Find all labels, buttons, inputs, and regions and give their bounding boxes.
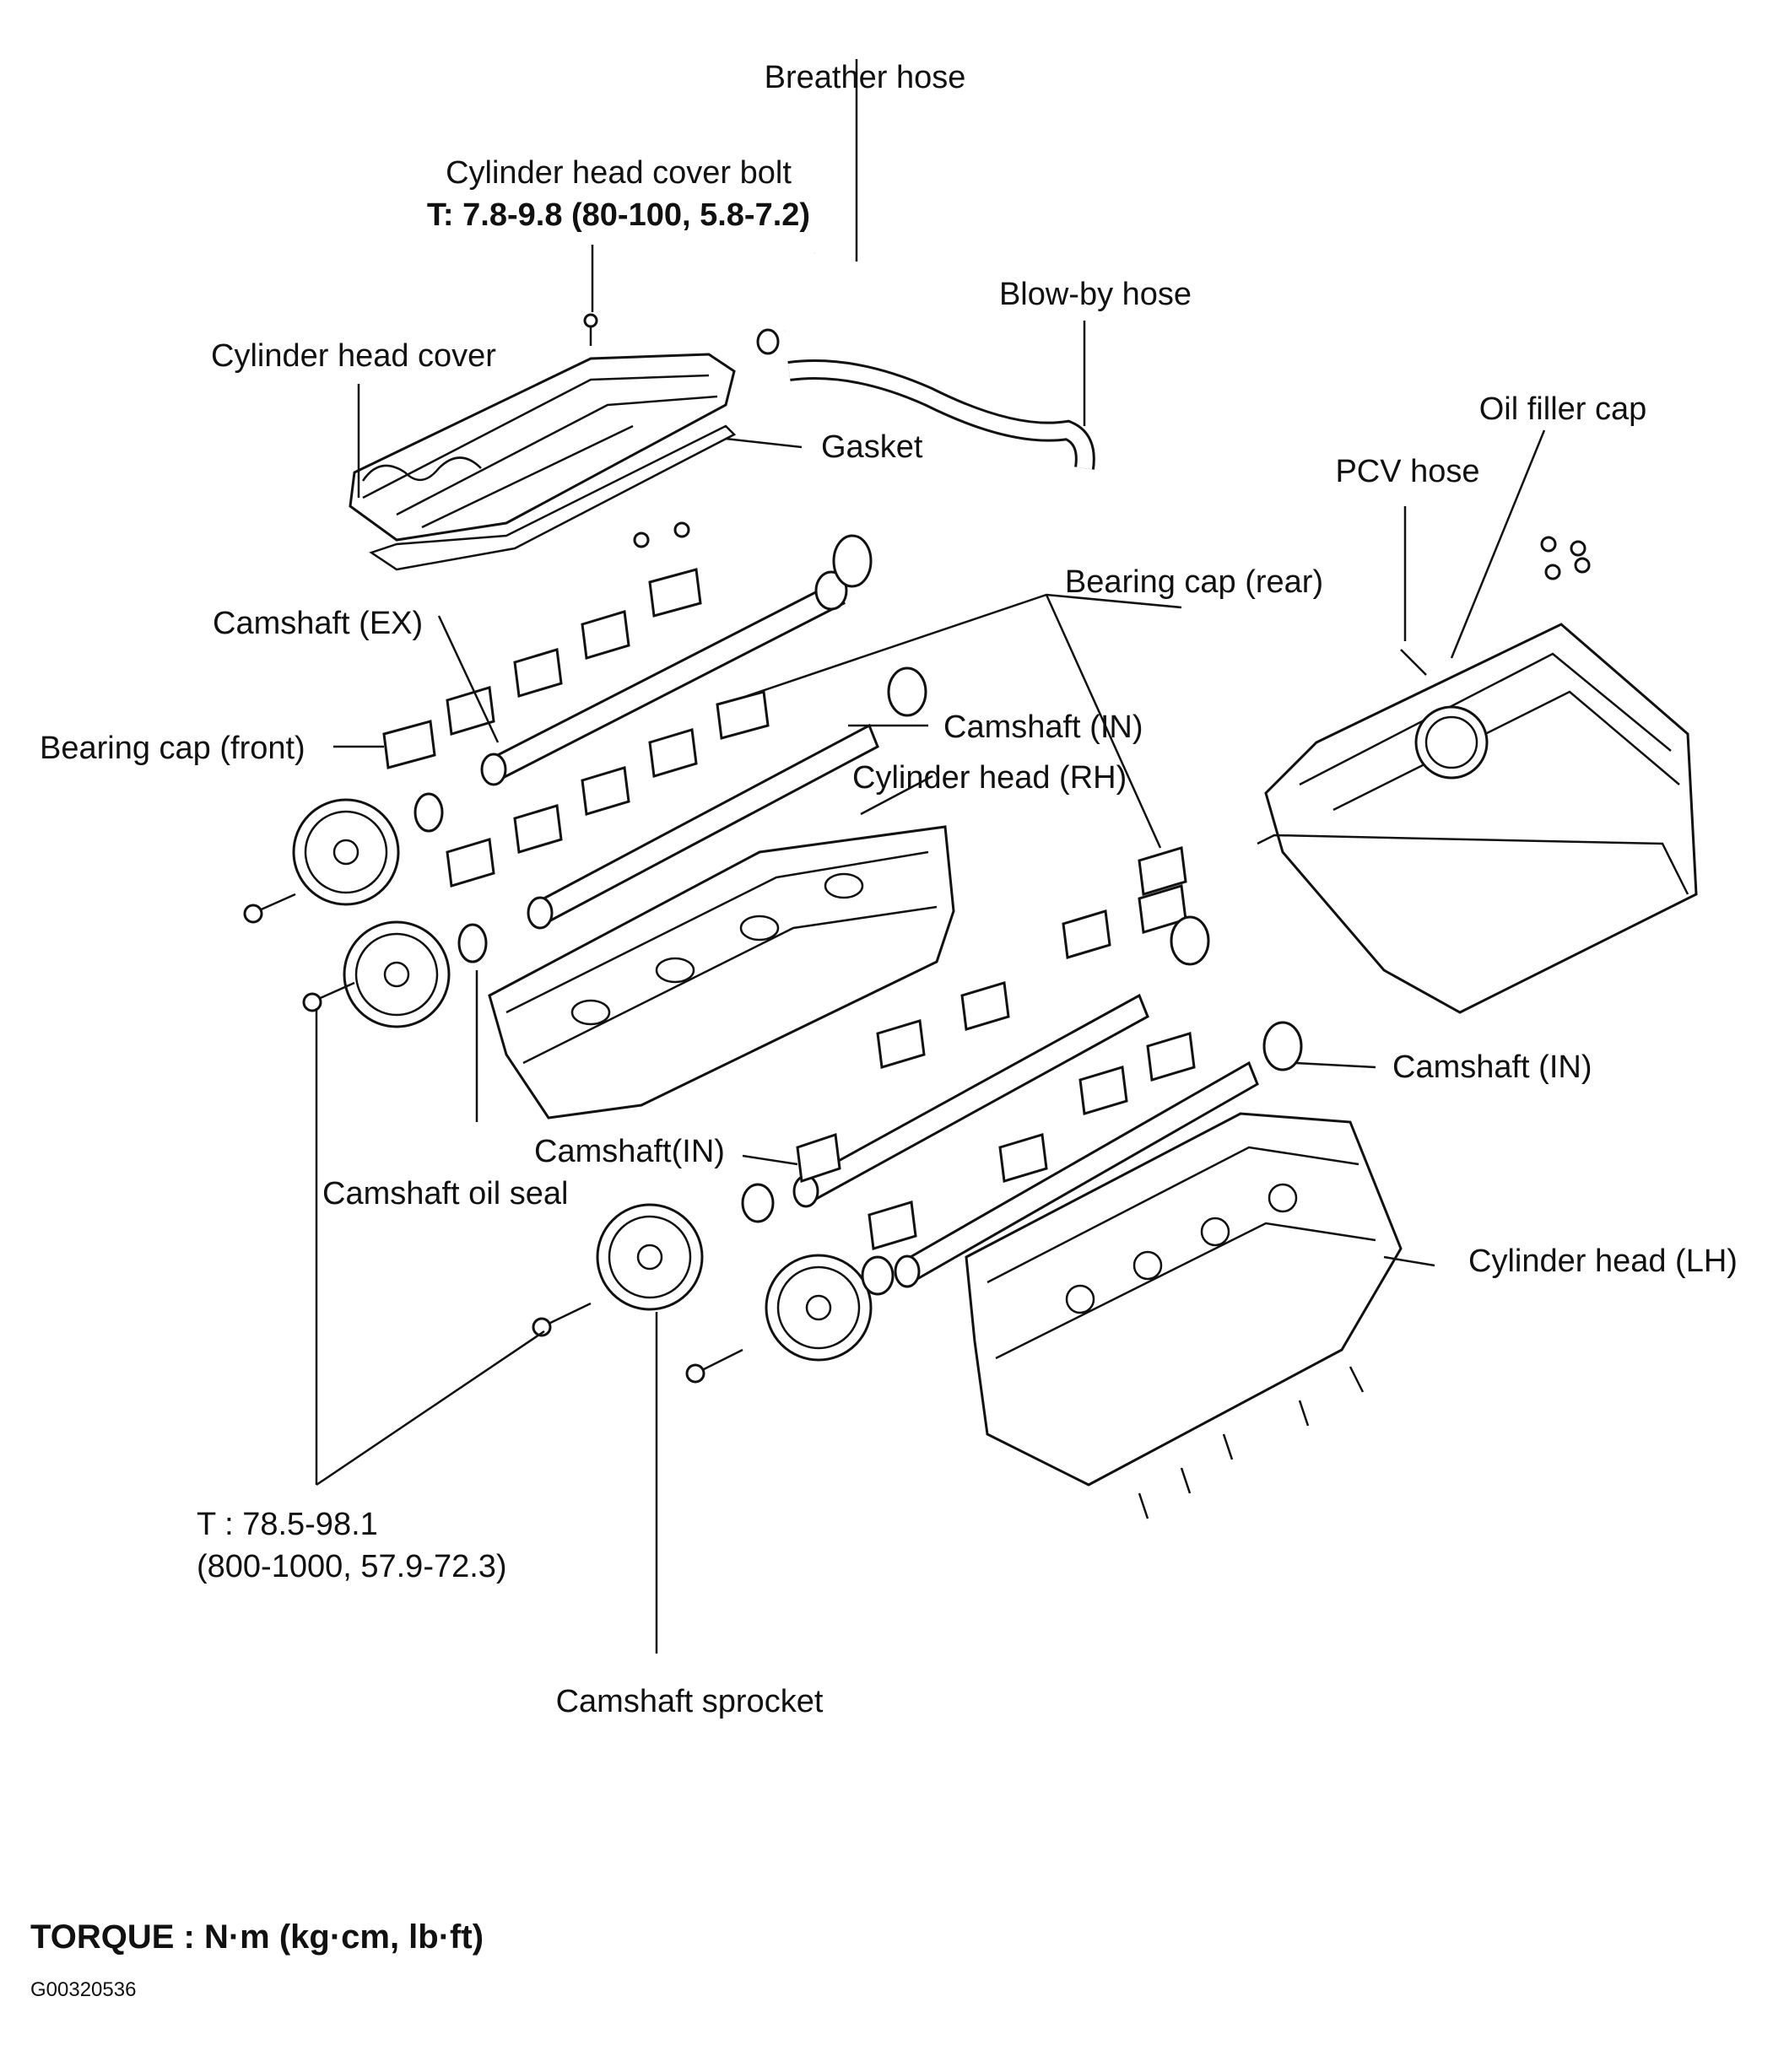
camshaft-sprocket-lower-1 <box>596 1203 704 1311</box>
label-camshaft-ex: Camshaft (EX) <box>213 606 424 641</box>
sprocket-bolts-lower <box>532 1302 743 1384</box>
label-sprocket-torque-line2: (800-1000, 57.9-72.3) <box>197 1549 507 1584</box>
camshaft-in-right <box>894 1021 1303 1288</box>
label-cylinder-head-lh: Cylinder head (LH) <box>1468 1244 1738 1279</box>
label-cover-bolt-torque: T: 7.8-9.8 (80-100, 5.8-7.2) <box>426 197 811 233</box>
label-blow-by-hose: Blow-by hose <box>998 277 1192 312</box>
label-camshaft-in-upper: Camshaft (IN) <box>943 710 1143 745</box>
label-pcv-hose: PCV hose <box>1335 454 1480 489</box>
blow-by-hose <box>787 359 1095 470</box>
label-bearing-cap-rear: Bearing cap (rear) <box>1064 564 1324 600</box>
cylinder-head-rh <box>488 825 955 1120</box>
camshaft-sprocket-lower-2 <box>765 1254 873 1362</box>
label-cylinder-head-cover: Cylinder head cover <box>211 338 496 374</box>
label-cylinder-head-rh: Cylinder head (RH) <box>852 760 1127 796</box>
sprocket-bolts-upper <box>243 893 355 1012</box>
label-camshaft-sprocket: Camshaft sprocket <box>555 1684 824 1719</box>
torque-legend: TORQUE : N·m (kg·cm, lb·ft) <box>30 1918 484 1956</box>
cylinder-head-cover-right <box>1257 623 1698 1014</box>
label-camshaft-in-lower: Camshaft(IN) <box>534 1134 725 1169</box>
camshaft-sprocket-upper-1 <box>292 798 400 906</box>
camshaft-sprocket-upper-2 <box>343 920 451 1028</box>
camshaft-in-upper <box>527 666 927 930</box>
label-gasket: Gasket <box>821 429 923 465</box>
breather-hose <box>756 236 890 355</box>
label-breather-hose: Breather hose <box>764 60 966 95</box>
camshaft-oil-seals-upper <box>414 792 488 963</box>
label-camshaft-in-right: Camshaft (IN) <box>1392 1049 1592 1085</box>
camshaft-ex <box>480 534 873 786</box>
leader-lines <box>315 59 1546 1654</box>
camshaft-in-lower <box>792 993 1149 1208</box>
cylinder-head-cover <box>349 313 737 571</box>
bearing-caps-upper <box>382 521 770 888</box>
label-camshaft-oil-seal: Camshaft oil seal <box>322 1176 569 1211</box>
figure-code: G00320536 <box>30 1978 137 2001</box>
bearing-caps-lower <box>796 846 1210 1250</box>
label-cylinder-head-cover-bolt: Cylinder head cover bolt <box>446 155 792 191</box>
oil-filler-clips <box>1540 536 1591 580</box>
label-sprocket-torque-line1: T : 78.5-98.1 <box>197 1507 378 1542</box>
camshaft-oil-seals-lower <box>741 1183 895 1296</box>
label-oil-filler-cap: Oil filler cap <box>1478 391 1647 427</box>
cylinder-head-lh <box>965 1112 1403 1519</box>
label-bearing-cap-front: Bearing cap (front) <box>40 731 305 766</box>
